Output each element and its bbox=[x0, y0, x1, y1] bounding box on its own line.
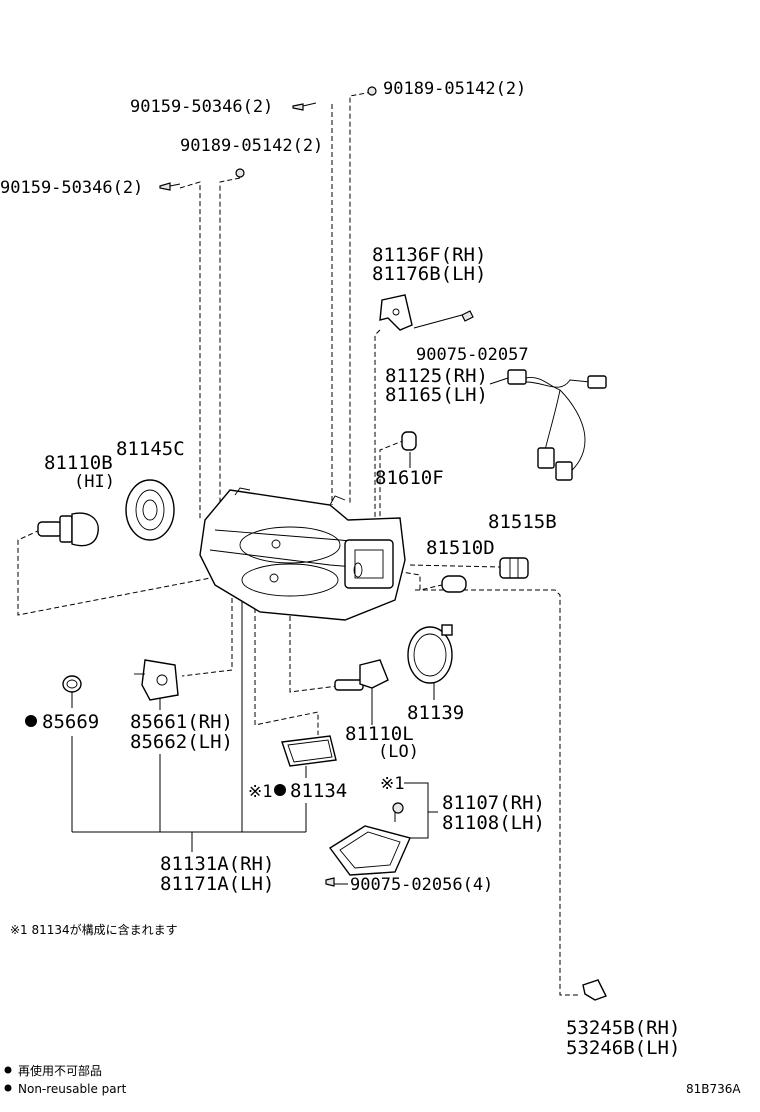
label-81136: 81136F(RH) bbox=[372, 244, 486, 266]
clip-53245b-icon bbox=[582, 979, 607, 1001]
computer-81107-icon bbox=[328, 802, 411, 876]
cover-81145c-icon bbox=[125, 479, 175, 541]
label-81610f: 81610F bbox=[375, 467, 444, 489]
label-81125: 81125(RH) bbox=[385, 365, 488, 387]
leader-lines bbox=[17, 91, 580, 996]
label-81176: 81176B(LH) bbox=[372, 263, 486, 285]
bracket-81136-icon bbox=[379, 294, 413, 331]
label-53245: 53245B(RH) bbox=[566, 1017, 680, 1039]
screw-90189-top-icon bbox=[367, 86, 377, 96]
label-90189-top: 90189-05142(2) bbox=[383, 79, 526, 99]
label-81107-mark: ※1 bbox=[380, 774, 404, 794]
label-90189-mid: 90189-05142(2) bbox=[180, 136, 323, 156]
screw-90075-02056-icon bbox=[325, 877, 335, 887]
label-81165: 81165(LH) bbox=[385, 384, 488, 406]
label-81110l-lo: (LO) bbox=[378, 742, 419, 762]
wire-harness-81125-icon bbox=[507, 369, 607, 481]
label-90075-02056: 90075-02056(4) bbox=[350, 875, 493, 895]
label-81139: 81139 bbox=[407, 702, 464, 724]
headlamp-housing bbox=[199, 487, 406, 621]
bulb-81110l-icon bbox=[334, 659, 389, 691]
label-85662: 85662(LH) bbox=[130, 731, 233, 753]
footnote-81134: ※1 81134が構成に含まれます bbox=[10, 922, 178, 937]
label-81171: 81171A(LH) bbox=[160, 873, 274, 895]
part-labels: 90189-05142(2) 90159-50346(2) 90189-0514… bbox=[0, 79, 680, 1059]
label-85661: 85661(RH) bbox=[130, 711, 233, 733]
legend-dot-jp bbox=[4, 1066, 12, 1074]
label-90075-02057: 90075-02057 bbox=[416, 345, 529, 365]
label-81510d: 81510D bbox=[426, 537, 495, 559]
bulb-81510d-icon bbox=[441, 575, 467, 593]
gasket-85669-icon bbox=[62, 675, 82, 693]
label-81145c: 81145C bbox=[116, 438, 185, 460]
label-81108: 81108(LH) bbox=[442, 812, 545, 834]
bulb-81110b-icon bbox=[37, 512, 99, 547]
non-reusable-dot-85669 bbox=[25, 715, 37, 727]
label-81110b-hi: (HI) bbox=[74, 472, 115, 492]
label-81110l: 81110L bbox=[345, 723, 414, 745]
screw-90159-top-icon bbox=[292, 102, 317, 111]
notes: ※1 81134が構成に含まれます 再使用不可部品 Non-reusable p… bbox=[4, 922, 741, 1096]
label-81134: 81134 bbox=[290, 780, 347, 802]
socket-81610f-icon bbox=[401, 431, 417, 451]
screw-90189-mid-icon bbox=[235, 168, 245, 178]
label-81110b: 81110B bbox=[44, 452, 113, 474]
screw-90075-02057-icon bbox=[461, 310, 474, 322]
legend-nonreusable-en: Non-reusable part bbox=[18, 1082, 127, 1096]
label-81134-mark: ※1 bbox=[248, 782, 272, 802]
label-85669: 85669 bbox=[42, 711, 99, 733]
label-81131: 81131A(RH) bbox=[160, 853, 274, 875]
label-90159-left: 90159-50346(2) bbox=[0, 178, 143, 198]
diagram-code: 81B736A bbox=[686, 1082, 741, 1096]
screw-90159-left-icon bbox=[159, 182, 181, 191]
label-81515b: 81515B bbox=[488, 511, 557, 533]
gasket-81134-icon bbox=[281, 735, 337, 767]
non-reusable-dot-81134 bbox=[274, 784, 286, 796]
legend-dot-en bbox=[4, 1084, 12, 1092]
motor-85661-icon bbox=[134, 659, 179, 701]
label-90159-top: 90159-50346(2) bbox=[130, 97, 273, 117]
label-81107: 81107(RH) bbox=[442, 792, 545, 814]
cover-81139-icon bbox=[407, 624, 453, 684]
legend-nonreusable-jp: 再使用不可部品 bbox=[18, 1063, 102, 1078]
bulb-81515b-icon bbox=[499, 557, 529, 579]
label-53246: 53246B(LH) bbox=[566, 1037, 680, 1059]
